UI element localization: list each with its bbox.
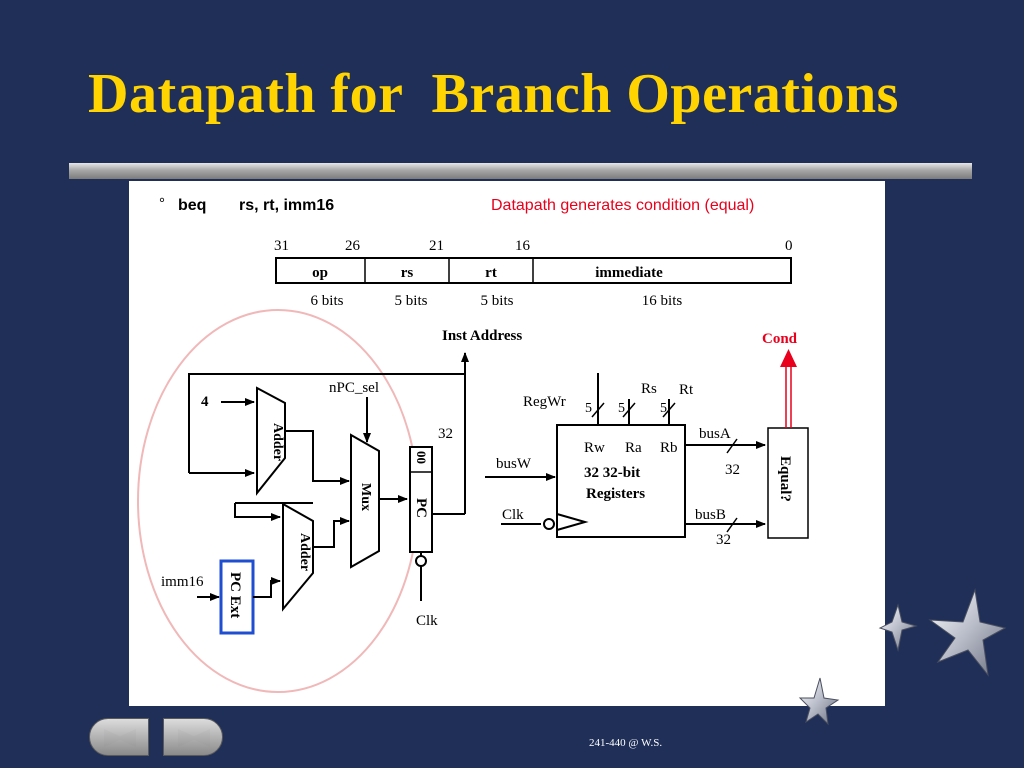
equal-comparator — [767, 427, 809, 539]
rb-width-5: 5 — [660, 401, 667, 416]
field-immediate: immediate — [595, 265, 663, 281]
npc-sel-label: nPC_sel — [329, 380, 379, 396]
datapath-diagram: ° beq rs, rt, imm16 Datapath generates c… — [137, 195, 809, 693]
star-large-icon — [928, 588, 1007, 677]
bullet: ° — [159, 195, 165, 212]
pc-clk-bubble — [415, 555, 427, 567]
lower-adder-pc-in — [234, 503, 281, 521]
cond-label: Cond — [762, 331, 798, 347]
ra-width-5: 5 — [618, 401, 625, 416]
upper-adder-label: Adder — [270, 423, 285, 461]
pc-ext-label: PC Ext — [227, 572, 243, 618]
busa-width-32: 32 — [725, 462, 740, 478]
busa-label: busA — [699, 426, 731, 442]
field-rt: rt — [485, 265, 497, 281]
operands: rs, rt, imm16 — [239, 197, 334, 214]
slide-footer: 241-440 @ W.S. — [589, 737, 663, 749]
previous-slide-button[interactable] — [89, 718, 149, 756]
register-file — [556, 424, 686, 538]
register-file-line2: Registers — [586, 486, 645, 502]
pc-mux — [350, 433, 380, 569]
bit-31: 31 — [274, 238, 289, 254]
next-slide-button[interactable] — [163, 718, 223, 756]
star-small-icon — [798, 677, 840, 726]
rb-port: Rb — [660, 440, 678, 456]
regwr-label: RegWr — [523, 394, 566, 410]
busb-width-32: 32 — [716, 532, 731, 548]
mux-label: Mux — [358, 483, 373, 511]
upper-adder — [256, 386, 286, 496]
pc-width-32: 32 — [438, 426, 453, 442]
bit-0: 0 — [785, 238, 793, 254]
field-op: op — [312, 265, 328, 281]
const-four: 4 — [201, 394, 209, 410]
cond-arrowhead — [780, 349, 797, 367]
rs-label: Rs — [641, 381, 657, 397]
bit-16: 16 — [515, 238, 531, 254]
busw-label: busW — [496, 456, 532, 472]
field-rs: rs — [401, 265, 414, 281]
busa-width-slash — [726, 438, 738, 454]
regfile-clk-triangle — [556, 513, 589, 531]
rt-label: Rt — [679, 382, 694, 398]
rw-width-5: 5 — [585, 401, 592, 416]
pc-feedback-wire — [188, 373, 466, 514]
field-rs-bits: 5 bits — [395, 293, 428, 309]
ra-port: Ra — [625, 440, 642, 456]
upper-adder-to-mux — [285, 430, 350, 485]
pc-low-bits: 00 — [414, 451, 429, 464]
pc-clk-label: Clk — [416, 613, 438, 629]
star-medium-icon — [878, 603, 918, 652]
condition-note: Datapath generates condition (equal) — [491, 197, 754, 214]
instruction-format — [275, 257, 792, 284]
field-rt-bits: 5 bits — [481, 293, 514, 309]
lower-adder-label: Adder — [297, 533, 312, 571]
bit-26: 26 — [345, 238, 361, 254]
busb-label: busB — [695, 507, 726, 523]
lower-adder-to-mux — [313, 517, 350, 548]
register-file-line1: 32 32-bit — [584, 465, 640, 481]
field-op-bits: 6 bits — [311, 293, 344, 309]
equal-label: Equal? — [777, 456, 793, 502]
title-divider — [69, 163, 972, 179]
regfile-clk-label: Clk — [502, 507, 524, 523]
rw-port: Rw — [584, 440, 605, 456]
pc-ext-box — [219, 559, 255, 635]
bit-21: 21 — [429, 238, 444, 254]
busb-width-slash — [726, 517, 738, 533]
inst-address-label: Inst Address — [442, 328, 522, 344]
rt-width-slash — [662, 402, 676, 418]
decorative-stars — [798, 588, 1007, 726]
regwr-width-slash — [591, 402, 605, 418]
regfile-clk-bubble — [543, 518, 555, 530]
datapath-figure: ° beq rs, rt, imm16 Datapath generates c… — [129, 181, 885, 706]
pc-label: PC — [413, 498, 429, 518]
lower-adder — [282, 502, 314, 612]
pc-ext-to-adder — [253, 577, 281, 598]
imm16-label: imm16 — [161, 574, 204, 590]
rs-width-slash — [622, 402, 636, 418]
opcode-beq: beq — [178, 197, 206, 214]
field-immediate-bits: 16 bits — [642, 293, 683, 309]
slide-title: Datapath for Branch Operations — [88, 63, 899, 125]
